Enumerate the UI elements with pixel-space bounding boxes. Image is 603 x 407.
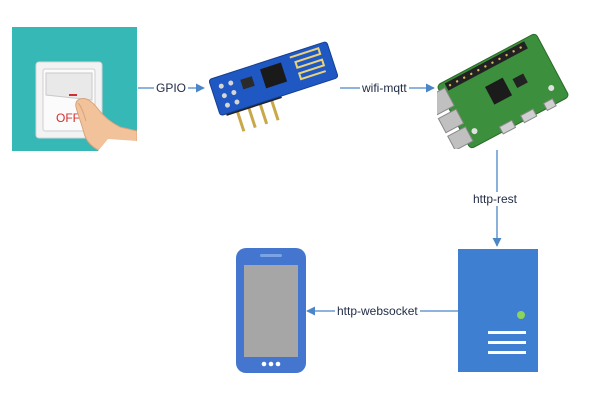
raspberry-pi-node — [426, 27, 572, 152]
http-rest-label: http-rest — [471, 192, 520, 206]
server-icon — [458, 249, 538, 372]
http-websocket-label: http-websocket — [335, 304, 420, 318]
light-switch-icon: OFF — [12, 27, 138, 152]
wifi-mqtt-label: wifi-mqtt — [360, 81, 409, 95]
esp8266-icon — [208, 41, 339, 132]
gpio-label: GPIO — [154, 81, 189, 95]
server-node — [458, 249, 538, 372]
smartphone-node — [236, 248, 306, 373]
light-switch-node: OFF — [12, 27, 138, 152]
raspberry-pi-icon — [426, 33, 569, 152]
esp8266-module-node — [205, 35, 342, 147]
smartphone-icon — [236, 248, 306, 373]
off-text: OFF — [56, 111, 80, 125]
